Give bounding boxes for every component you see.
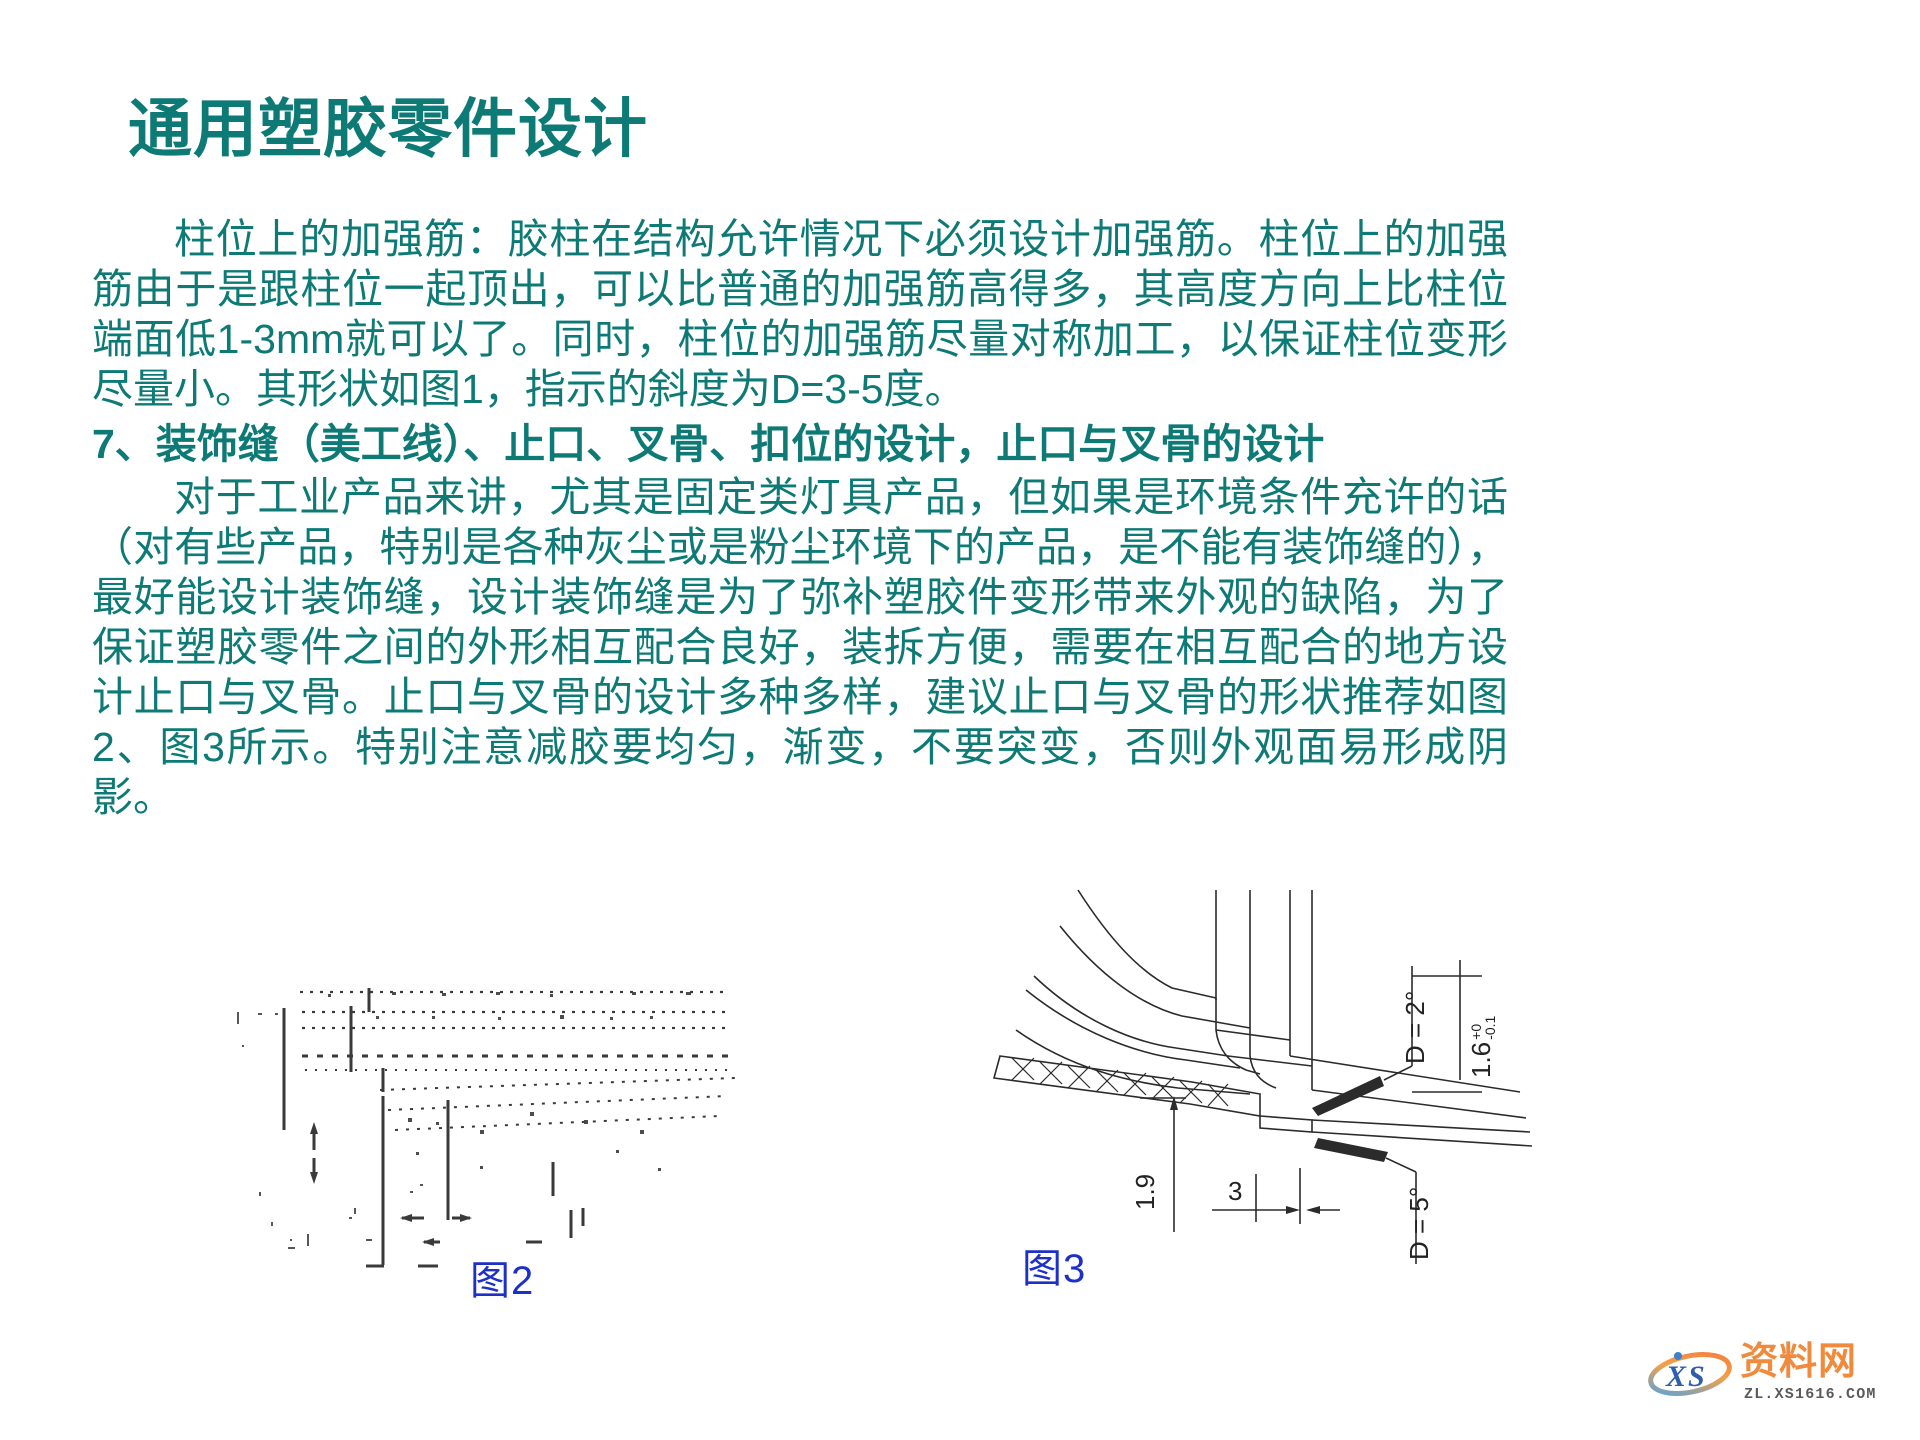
page-title: 通用塑胶零件设计 (128, 93, 648, 165)
dimension-draft-angle-top: D = 2° (1400, 990, 1430, 1064)
figures-row: 图2 (0, 889, 1920, 1350)
dimension-draft-angle-bottom: D = 5° (1404, 1186, 1434, 1260)
dimension-thickness-tolerance: +0-0.1 (1468, 1015, 1499, 1040)
body-text-block: 柱位上的加强筋：胶柱在结构允许情况下必须设计加强筋。柱位上的加强筋由于是跟柱位一… (92, 214, 1508, 822)
watermark-name: 资料网 (1740, 1341, 1858, 1383)
svg-text:S: S (1688, 1360, 1705, 1393)
dimension-width: 3 (1228, 1176, 1243, 1206)
figure-2: 图2 (180, 970, 740, 1303)
svg-text:X: X (1665, 1360, 1687, 1393)
figure-3: D = 2° 1.6+0-0.1 1.9 3 D = 5° 图3 (960, 880, 1600, 1310)
watermark-url: ZL.XS1616.COM (1744, 1386, 1877, 1403)
section-heading-7: 7、装饰缝（美工线）、止口、叉骨、扣位的设计，止口与叉骨的设计 (92, 421, 1325, 467)
figure-3-caption: 图3 (1022, 1247, 1087, 1291)
tolerance-upper: +0 (1468, 1023, 1485, 1040)
paragraph-decorative-seam: 对于工业产品来讲，尤其是固定类灯具产品，但如果是环境条件充许的话（对有些产品，特… (92, 474, 1508, 820)
figure-2-caption: 图2 (470, 1259, 535, 1303)
dimension-height: 1.9 (1130, 1173, 1160, 1210)
tolerance-lower: -0.1 (1482, 1015, 1499, 1040)
figure-3-drawing (992, 889, 1533, 1264)
xs-logo-icon: X S (1648, 1352, 1732, 1396)
dimension-thickness: 1.6+0-0.1 (1466, 1015, 1499, 1078)
dimension-thickness-value: 1.6 (1466, 1041, 1496, 1078)
figure-2-drawing (237, 988, 737, 1268)
watermark: X S 资料网 ZL.XS1616.COM (1644, 1340, 1884, 1414)
paragraph-reinforcing-ribs: 柱位上的加强筋：胶柱在结构允许情况下必须设计加强筋。柱位上的加强筋由于是跟柱位一… (92, 216, 1508, 412)
